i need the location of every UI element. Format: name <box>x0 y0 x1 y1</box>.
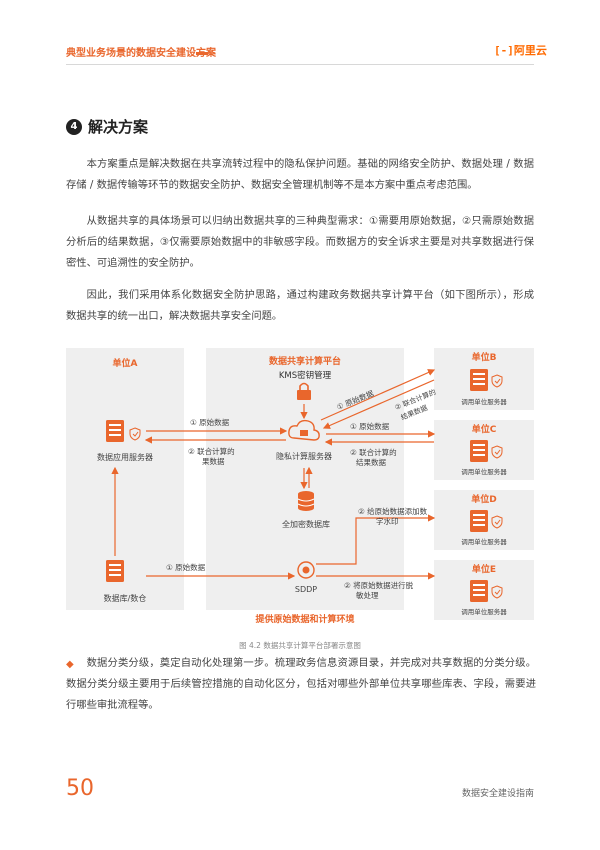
database-icon <box>106 560 124 582</box>
kms-label: KMS密钥管理 <box>279 370 332 381</box>
header-accent-bar <box>196 52 208 55</box>
unit-a-title: 单位A <box>113 357 138 369</box>
unit-d-server-label: 调用单位服务器 <box>461 537 507 546</box>
sddp-to-d-arrow <box>316 514 436 565</box>
unit-b-title: 单位B <box>472 351 497 363</box>
page-number: 50 <box>66 776 94 801</box>
d-label-2: 字水印 <box>376 516 399 526</box>
platform-title: 数据共享计算平台 <box>269 355 341 367</box>
lock-icon <box>297 382 311 400</box>
sddp-raw-label: ① 原始数据 <box>166 562 206 572</box>
unit-e-server-label: 调用单位服务器 <box>461 607 507 616</box>
db-label: 数据库/数仓 <box>104 593 147 603</box>
section-number-badge: 4 <box>66 118 82 135</box>
sddp-icon <box>297 561 315 579</box>
c-result-label-2: 结果数据 <box>356 457 386 467</box>
unit-d-title: 单位D <box>471 493 496 505</box>
privacy-server-label: 隐私计算服务器 <box>276 451 332 461</box>
b-raw-arrow <box>320 369 436 421</box>
app-server-label: 数据应用服务器 <box>97 452 153 462</box>
unit-b-server-label: 调用单位服务器 <box>461 397 507 406</box>
logo-text: 阿里云 <box>513 44 547 57</box>
section-title: 解决方案 <box>88 118 149 136</box>
paragraph-1: 本方案重点是解决数据在共享流转过程中的隐私保护问题。基础的网络安全防护、数据处理… <box>66 158 534 191</box>
d-label-1: ② 给原始数据添加数 <box>358 506 428 516</box>
unit-d-card: 单位D 调用单位服务器 <box>434 490 534 550</box>
a-result-label-2: 果数据 <box>202 456 225 466</box>
platform-diagram: 单位A 数据应用服务器 数据库/数仓 数据共享计算平台 KMS密钥管理 隐私计算… <box>66 348 534 625</box>
unit-a-panel <box>66 348 184 610</box>
app-server-icon <box>106 420 124 442</box>
c-raw-label: ① 原始数据 <box>350 421 390 431</box>
alibaba-cloud-logo: [-]阿里云 <box>494 42 547 58</box>
unit-e-title: 单位E <box>472 563 496 575</box>
unit-c-card: 单位C 调用单位服务器 <box>434 420 534 480</box>
database-cylinder-icon <box>297 491 315 511</box>
e-label-1: ② 将原始数据进行脱 <box>344 580 414 590</box>
sddp-label: SDDP <box>295 585 317 594</box>
header-title: 典型业务场景的数据安全建设方案 <box>66 48 216 59</box>
platform-bottom-label: 提供原始数据和计算环境 <box>255 613 354 625</box>
c-result-label-1: ② 联合计算的 <box>350 447 397 457</box>
a-result-label-1: ② 联合计算的 <box>188 446 235 456</box>
unit-c-title: 单位C <box>472 423 497 435</box>
footer-title: 数据安全建设指南 <box>461 789 534 799</box>
header-divider <box>66 64 534 65</box>
a-raw-label: ① 原始数据 <box>190 417 230 427</box>
cloud-lock-icon <box>288 419 320 441</box>
figure-caption: 图 4.2 数据共享计算平台部署示意图 <box>239 641 361 650</box>
paragraph-2: 从数据共享的具体场景可以归纳出数据共享的三种典型需求：①需要用原始数据，②只需原… <box>66 215 534 269</box>
logo-bracket-icon: [-] <box>494 44 514 57</box>
encrypted-db-label: 全加密数据库 <box>282 519 330 529</box>
unit-c-server-label: 调用单位服务器 <box>461 467 507 476</box>
diamond-bullet-icon: ◆ <box>66 659 74 670</box>
unit-b-card: 单位B 调用单位服务器 <box>434 348 534 410</box>
paragraph-3: 因此，我们采用体系化数据安全防护思路，通过构建政务数据共享计算平台（如下图所示）… <box>66 289 534 322</box>
e-label-2: 敏处理 <box>356 590 379 600</box>
unit-e-card: 单位E 调用单位服务器 <box>434 560 534 620</box>
bullet-paragraph: 数据分类分级，奠定自动化处理第一步。梳理政务信息资源目录，并完成对共享数据的分类… <box>66 657 536 711</box>
b-result-arrow <box>322 379 435 429</box>
section-heading: 4 解决方案 <box>66 116 148 137</box>
